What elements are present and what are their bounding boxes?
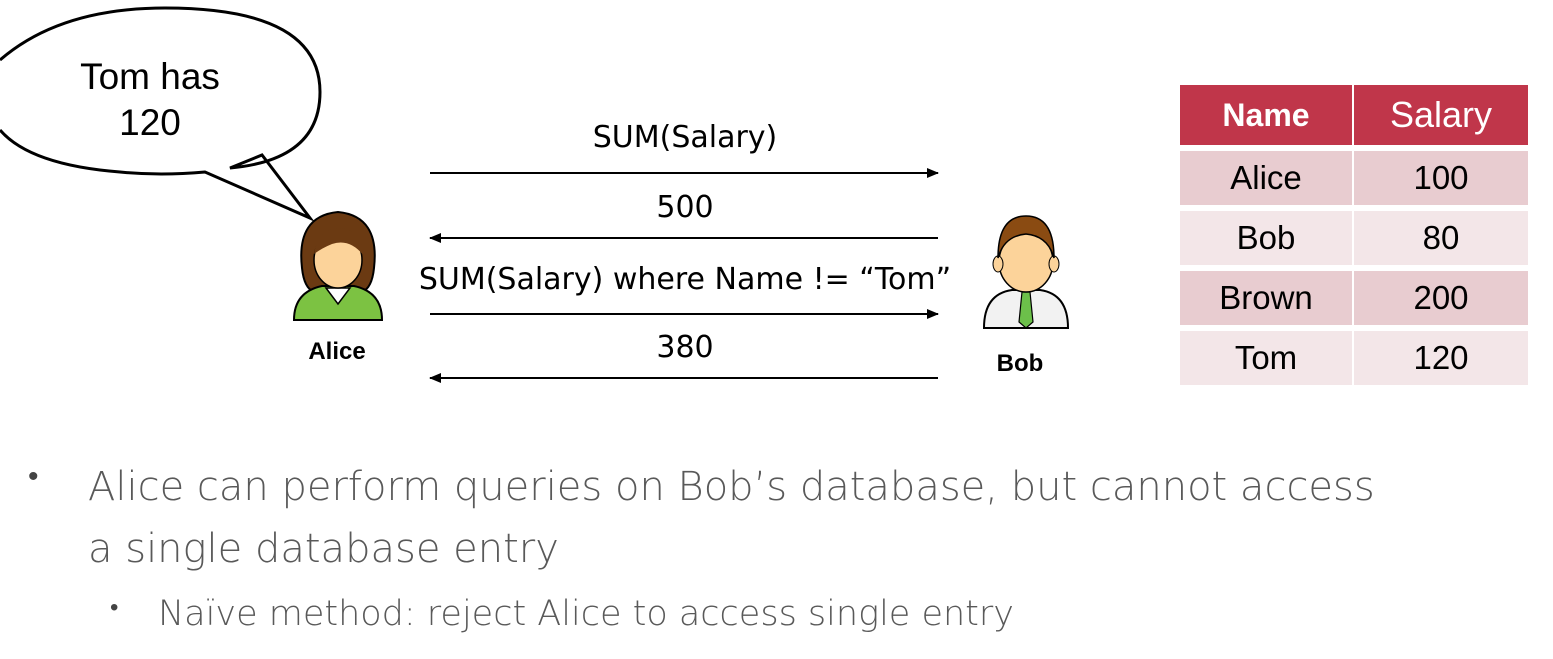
table-row: Brown 200 [1180,271,1528,325]
bullet-marker: • [28,460,39,493]
speech-bubble [0,6,322,222]
table-row: Bob 80 [1180,211,1528,265]
message-4: 380 [656,330,714,365]
message-arrows [429,168,939,383]
speech-line-1: Tom has [80,56,220,97]
cell-name: Brown [1180,271,1352,325]
cell-salary: 100 [1354,151,1528,205]
table-header-row: Name Salary [1180,85,1528,145]
message-3: SUM(Salary) where Name != “Tom” [418,262,952,297]
bob-avatar-icon [982,215,1070,329]
cell-name: Tom [1180,331,1352,385]
speech-line-2: 120 [119,102,181,143]
salary-table: Name Salary Alice 100 Bob 80 Brown 200 T… [1178,79,1530,391]
speech-bubble-text: Tom has 120 [50,54,250,146]
cell-name: Bob [1180,211,1352,265]
message-2: 500 [656,190,714,225]
table-row: Tom 120 [1180,331,1528,385]
message-1: SUM(Salary) [592,120,778,155]
cell-salary: 200 [1354,271,1528,325]
cell-salary: 120 [1354,331,1528,385]
table-row: Alice 100 [1180,151,1528,205]
cell-name: Alice [1180,151,1352,205]
bullet-main: Alice can perform queries on Bob’s datab… [88,464,1375,572]
header-name: Name [1180,85,1352,145]
header-salary: Salary [1354,85,1528,145]
alice-label: Alice [308,338,366,365]
bullet-sub: Naïve method: reject Alice to access sin… [158,594,1014,634]
alice-avatar-icon [292,210,384,321]
bob-label: Bob [996,350,1044,377]
cell-salary: 80 [1354,211,1528,265]
sub-bullet-marker: • [110,594,119,621]
